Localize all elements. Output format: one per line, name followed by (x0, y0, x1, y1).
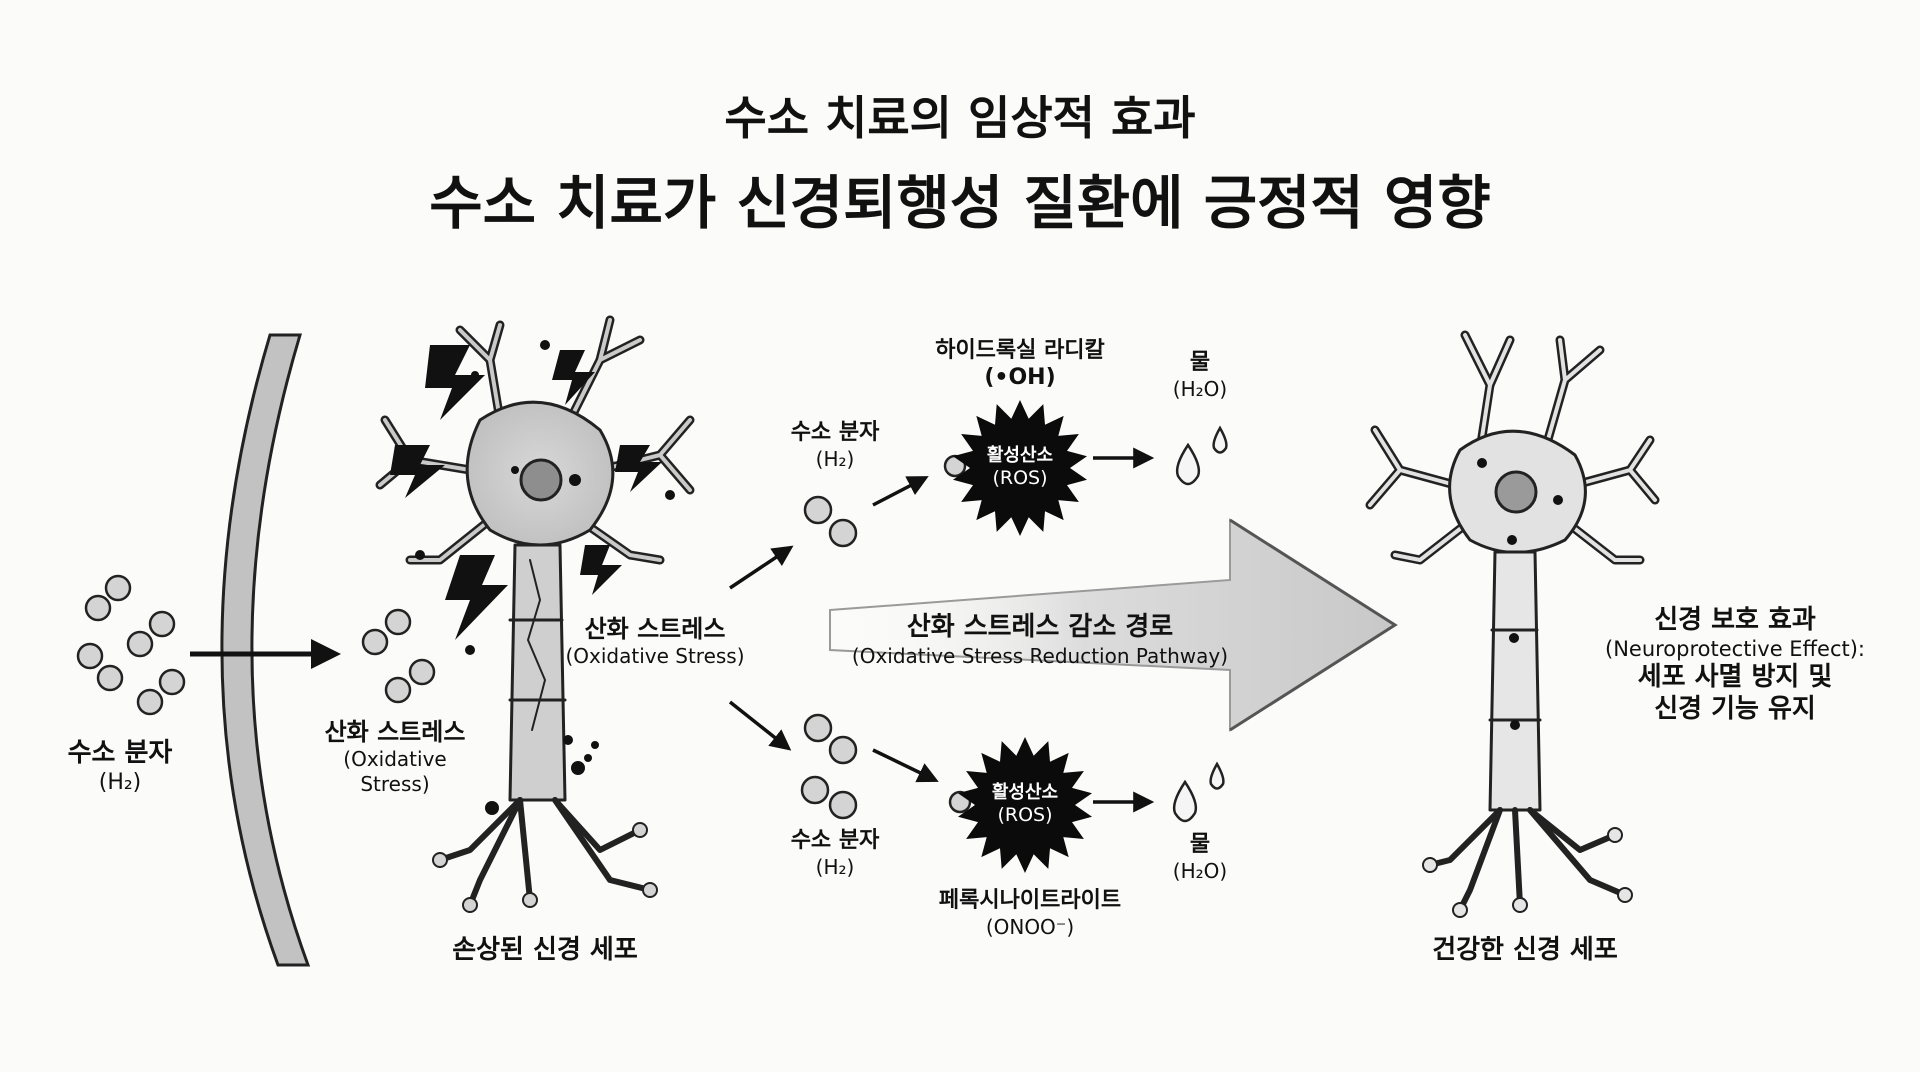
bottom-ros-formula: (ROS) (997, 803, 1053, 826)
branch-stress-label-group: 산화 스트레스 (Oxidative Stress) (540, 615, 770, 669)
top-h2-label: 수소 분자 (790, 420, 880, 445)
bottom-ros-label-group: 활성산소 (ROS) (975, 782, 1075, 827)
bottom-h2-label: 수소 분자 (790, 828, 880, 853)
top-radical-label-group: 하이드록실 라디칼 (•OH) (880, 338, 1160, 392)
damaged-stress-label-group: 산화 스트레스 (Oxidative Stress) (310, 718, 480, 796)
top-h2-label-group: 수소 분자 (H₂) (765, 420, 905, 471)
top-ros-label: 활성산소 (986, 445, 1054, 466)
input-h2-label: 수소 분자 (67, 738, 173, 768)
h2-molecule-icon (384, 658, 436, 704)
stress-lightning-icons (390, 345, 662, 640)
effect-line2: 신경 기능 유지 (1654, 694, 1816, 725)
damaged-stress-en-line2: Stress) (360, 771, 430, 796)
bottom-ros-starburst (958, 737, 1092, 873)
bottom-peroxynitrite-formula: (ONOO⁻) (985, 914, 1075, 939)
top-water-drop-icon (1175, 425, 1228, 486)
top-water-label: 물 (1189, 350, 1211, 375)
effect-label-group: 신경 보호 효과 (Neuroprotective Effect): 세포 사멸… (1560, 605, 1910, 726)
bottom-h2-label-group: 수소 분자 (H₂) (765, 828, 905, 879)
bottom-peroxynitrite-label-group: 페록시나이트라이트 (ONOO⁻) (870, 888, 1190, 939)
bottom-ros-label: 활성산소 (991, 782, 1059, 803)
top-ros-label-group: 활성산소 (ROS) (970, 445, 1070, 490)
branch-arrow-up (729, 545, 794, 590)
bottom-water-formula: (H₂O) (1172, 858, 1228, 883)
top-radical-label: 하이드록실 라디칼 (935, 338, 1105, 363)
bottom-water-label: 물 (1189, 832, 1211, 857)
free-radical-dots (415, 340, 675, 815)
bottom-h2-molecules (800, 713, 858, 820)
damaged-cell-caption: 손상된 신경 세포 (452, 935, 638, 965)
top-water-formula: (H₂O) (1172, 376, 1228, 401)
damaged-stress-en-line1: (Oxidative (343, 747, 447, 772)
top-ros-formula: (ROS) (992, 466, 1048, 489)
damaged-stress-label: 산화 스트레스 (324, 718, 466, 746)
effect-line1: 세포 사멸 방지 및 (1637, 662, 1833, 693)
bottom-h2-arrow (872, 748, 939, 783)
h2-molecule-icon (361, 608, 412, 656)
h2-molecule-icon (126, 610, 176, 658)
healthy-cell-caption: 건강한 신경 세포 (1432, 935, 1618, 965)
bottom-h2-formula: (H₂) (815, 854, 855, 879)
top-h2-molecule (803, 495, 858, 548)
bottom-water-label-group: 물 (H₂O) (1140, 832, 1260, 883)
branch-stress-en: (Oxidative Stress) (565, 644, 745, 669)
top-h2-formula: (H₂) (815, 446, 855, 471)
top-water-label-group: 물 (H₂O) (1140, 350, 1260, 401)
effect-title-en: (Neuroprotective Effect): (1605, 636, 1865, 661)
input-h2-molecules (76, 574, 186, 716)
page-subtitle: 수소 치료가 신경퇴행성 질환에 긍정적 영향 (429, 169, 1491, 237)
healthy-neuron-dots (1477, 458, 1563, 730)
reduction-label: 산화 스트레스 감소 경로 (906, 612, 1174, 642)
reduction-label-group: 산화 스트레스 감소 경로 (Oxidative Stress Reductio… (810, 612, 1270, 668)
h2-molecule-icon (84, 574, 132, 622)
healthy-neuron-illustration (1365, 330, 1660, 918)
bottom-peroxynitrite-label: 페록시나이트라이트 (938, 888, 1122, 913)
effect-title: 신경 보호 효과 (1654, 605, 1816, 635)
entering-h2-molecules (361, 608, 436, 704)
cell-membrane-barrier (220, 333, 311, 967)
h2-molecule-icon (136, 668, 186, 716)
reduction-label-en: (Oxidative Stress Reduction Pathway) (851, 643, 1229, 668)
top-h2-arrow (872, 476, 929, 507)
branch-stress-label: 산화 스트레스 (584, 615, 726, 643)
h2-molecule-icon (76, 642, 124, 692)
bottom-water-drop-icon (1172, 761, 1225, 823)
branch-arrow-down (728, 700, 792, 751)
input-h2-formula: (H₂) (98, 769, 142, 795)
top-ros-starburst (953, 400, 1087, 536)
top-radical-formula: (•OH) (984, 364, 1056, 390)
input-h2-label-group: 수소 분자 (H₂) (40, 738, 200, 797)
page-title: 수소 치료의 임상적 효과 (724, 91, 1196, 145)
